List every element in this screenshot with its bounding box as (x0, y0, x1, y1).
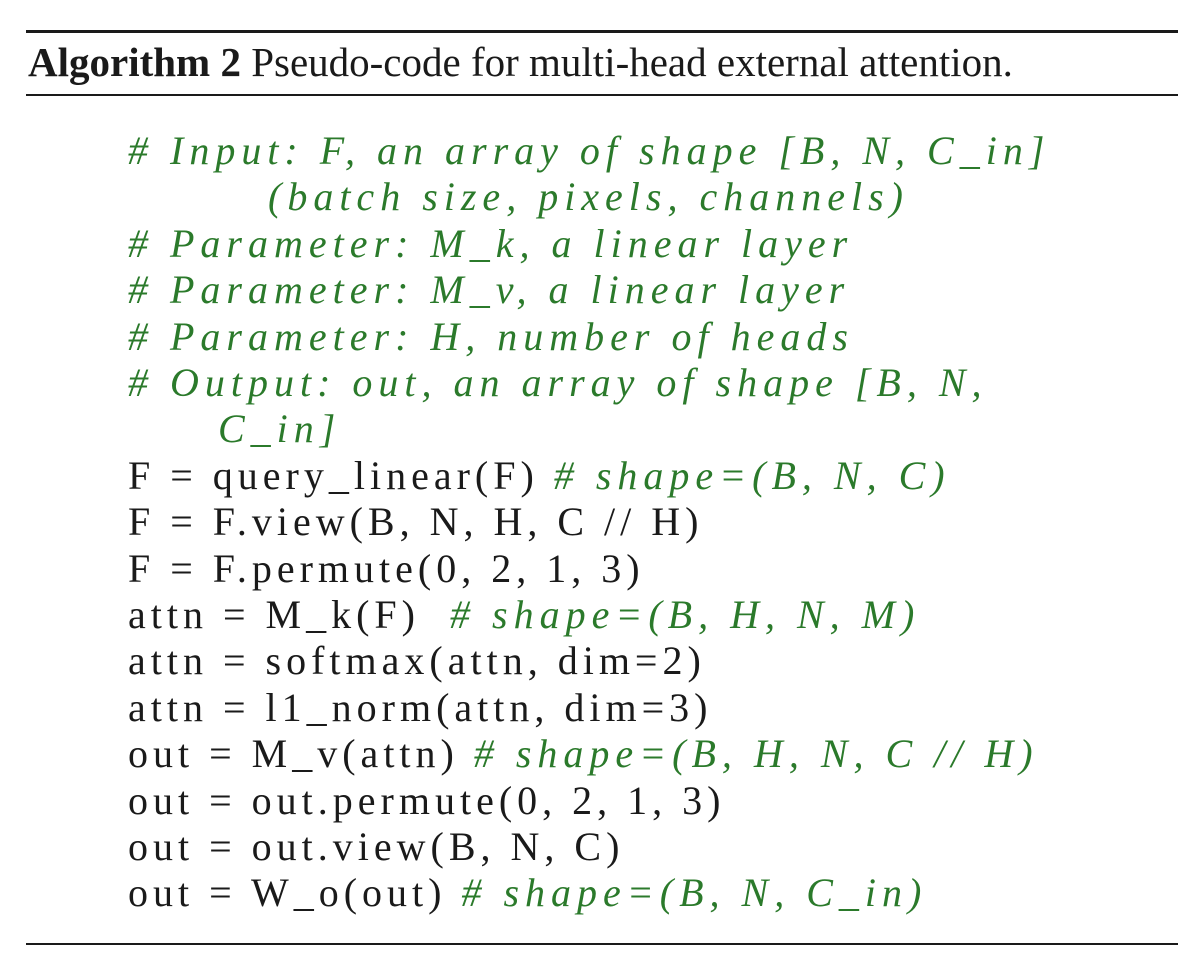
code-comment: # shape=(B, H, N, C // H) (473, 731, 1039, 776)
algorithm-label: Algorithm 2 (28, 39, 241, 85)
code-comment: (batch size, pixels, channels) (268, 174, 909, 219)
code-comment: C_in] (218, 406, 342, 451)
algorithm-caption: Algorithm 2 Pseudo-code for multi-head e… (28, 36, 1013, 88)
code-line: attn = M_k(F) # shape=(B, H, N, M) (128, 592, 920, 638)
code-comment: # Output: out, an array of shape [B, N, (128, 360, 988, 405)
code-comment: # Parameter: M_k, a linear layer (128, 221, 854, 266)
caption-rule (26, 94, 1178, 96)
code-comment: # shape=(B, N, C) (553, 453, 951, 498)
code-line: # Input: F, an array of shape [B, N, C_i… (128, 128, 1050, 174)
code-line: F = F.view(B, N, H, C // H) (128, 499, 704, 545)
code-comment: # shape=(B, N, C_in) (461, 870, 928, 915)
code-comment: # Input: F, an array of shape [B, N, C_i… (128, 128, 1051, 173)
code-line: (batch size, pixels, channels) (268, 174, 909, 220)
code-comment: # Parameter: H, number of heads (128, 314, 854, 359)
algorithm-title: Pseudo-code for multi-head external atte… (251, 39, 1013, 85)
code-line: # Parameter: M_k, a linear layer (128, 221, 853, 267)
code-line: F = query_linear(F) # shape=(B, N, C) (128, 453, 951, 499)
code-statement: attn = l1_norm(attn, dim=3) (128, 685, 713, 730)
code-line: attn = l1_norm(attn, dim=3) (128, 685, 713, 731)
code-statement: out = out.view(B, N, C) (128, 824, 625, 869)
code-statement: F = F.view(B, N, H, C // H) (128, 499, 704, 544)
code-line: out = out.view(B, N, C) (128, 824, 624, 870)
code-statement: out = out.permute(0, 2, 1, 3) (128, 778, 726, 823)
top-rule (26, 30, 1178, 33)
code-line: attn = softmax(attn, dim=2) (128, 638, 706, 684)
code-line: # Output: out, an array of shape [B, N, (128, 360, 988, 406)
code-line: # Parameter: M_v, a linear layer (128, 267, 850, 313)
code-comment: # Parameter: M_v, a linear layer (128, 267, 851, 312)
code-comment: # shape=(B, H, N, M) (450, 592, 921, 637)
code-statement: attn = softmax(attn, dim=2) (128, 638, 706, 683)
code-line: F = F.permute(0, 2, 1, 3) (128, 546, 645, 592)
code-line: out = M_v(attn) # shape=(B, H, N, C // H… (128, 731, 1039, 777)
code-statement: F = F.permute(0, 2, 1, 3) (128, 546, 645, 591)
code-statement: attn = M_k(F) (128, 592, 450, 637)
code-statement: F = query_linear(F) (128, 453, 554, 498)
code-statement: out = M_v(attn) (128, 731, 474, 776)
bottom-rule (26, 943, 1178, 945)
code-line: out = W_o(out) # shape=(B, N, C_in) (128, 870, 927, 916)
code-line: # Parameter: H, number of heads (128, 314, 854, 360)
code-line: out = out.permute(0, 2, 1, 3) (128, 778, 725, 824)
code-line: C_in] (218, 406, 341, 452)
code-statement: out = W_o(out) (128, 870, 462, 915)
